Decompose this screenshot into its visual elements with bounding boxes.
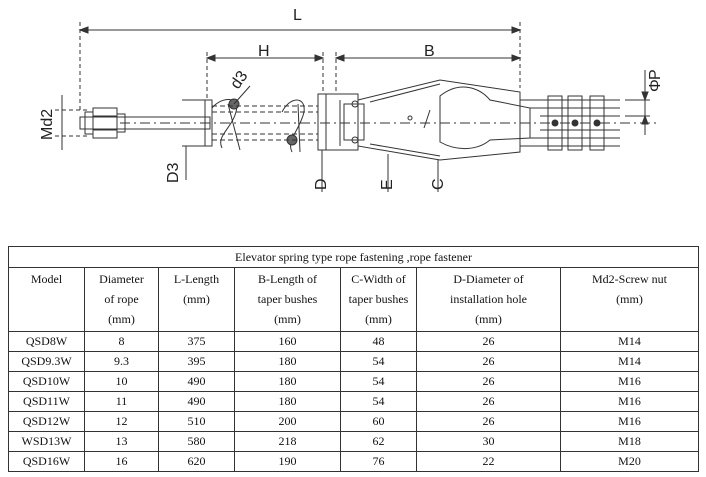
- table-cell: 375: [158, 331, 235, 352]
- label-B: B: [424, 43, 435, 60]
- header-line: B-Length of: [258, 272, 317, 286]
- header-line: taper bushes: [257, 292, 318, 306]
- header-line: Model: [30, 272, 63, 286]
- header-line: taper bushes: [348, 292, 409, 306]
- header-line: Md2-Screw nut: [592, 272, 668, 286]
- table-cell: 30: [416, 431, 561, 452]
- spec-table: Elevator spring type rope fastening ,rop…: [7, 246, 700, 472]
- table-cell: 490: [158, 371, 235, 392]
- label-phi: Φ: [647, 79, 664, 92]
- label-E: E: [379, 179, 396, 190]
- table-cell: M16: [559, 411, 700, 432]
- table-header-cell: C-Width of taper bushes (mm): [340, 267, 417, 332]
- label-C: C: [430, 178, 447, 190]
- table-cell: 11: [84, 391, 159, 412]
- table-cell: 13: [84, 431, 159, 452]
- header-line: (mm): [183, 292, 210, 306]
- table-cell: M14: [559, 331, 700, 352]
- table-cell: 22: [416, 451, 561, 472]
- label-H: H: [258, 43, 270, 60]
- table-cell: 60: [340, 411, 417, 432]
- table-cell: 10: [84, 371, 159, 392]
- table-cell: 620: [158, 451, 235, 472]
- table-header-cell: D-Diameter of installation hole (mm): [416, 267, 561, 332]
- table-cell: 26: [416, 391, 561, 412]
- table-cell: QSD11W: [8, 391, 85, 412]
- table-cell: 180: [234, 391, 341, 412]
- table-caption: Elevator spring type rope fastening ,rop…: [7, 246, 700, 268]
- table-cell: 26: [416, 411, 561, 432]
- header-line: C-Width of: [351, 272, 406, 286]
- table-cell: QSD9.3W: [8, 351, 85, 372]
- table-cell: 180: [234, 371, 341, 392]
- table-cell: 510: [158, 411, 235, 432]
- table-header-cell: B-Length of taper bushes (mm): [234, 267, 341, 332]
- table-cell: 12: [84, 411, 159, 432]
- table-cell: M16: [559, 371, 700, 392]
- table-cell: 190: [234, 451, 341, 472]
- table-cell: M20: [559, 451, 700, 472]
- header-line: (mm): [108, 312, 135, 326]
- table-cell: M16: [559, 391, 700, 412]
- label-D: D: [313, 178, 330, 190]
- header-line: (mm): [616, 292, 643, 306]
- table-cell: 218: [234, 431, 341, 452]
- table-cell: 200: [234, 411, 341, 432]
- table-header-cell: Diameter of rope (mm): [84, 267, 159, 332]
- table-cell: M14: [559, 351, 700, 372]
- table-cell: M18: [559, 431, 700, 452]
- header-line: (mm): [475, 312, 502, 326]
- header-line: D-Diameter of: [453, 272, 524, 286]
- header-line: L-Length: [173, 272, 220, 286]
- table-cell: 9.3: [84, 351, 159, 372]
- table-cell: WSD13W: [8, 431, 85, 452]
- table-cell: 54: [340, 391, 417, 412]
- table-header-cell: Md2-Screw nut (mm): [559, 267, 700, 332]
- table-cell: 580: [158, 431, 235, 452]
- table-cell: QSD12W: [8, 411, 85, 432]
- header-line: installation hole: [450, 292, 527, 306]
- label-P: P: [647, 69, 664, 80]
- table-cell: 395: [158, 351, 235, 372]
- table-cell: 76: [340, 451, 417, 472]
- table-cell: 26: [416, 331, 561, 352]
- header-line: of rope: [104, 292, 139, 306]
- table-cell: 48: [340, 331, 417, 352]
- table-cell: QSD10W: [8, 371, 85, 392]
- table-cell: QSD8W: [8, 331, 85, 352]
- table-cell: 26: [416, 351, 561, 372]
- table-cell: 62: [340, 431, 417, 452]
- header-line: (mm): [274, 312, 301, 326]
- table-cell: 54: [340, 371, 417, 392]
- rope-fastener-drawing: L H B d3 Md2 D3 D E C Φ P: [39, 7, 664, 192]
- table-cell: QSD16W: [8, 451, 85, 472]
- header-line: Diameter: [99, 272, 144, 286]
- table-cell: 26: [416, 371, 561, 392]
- table-cell: 490: [158, 391, 235, 412]
- table-header-cell: L-Length (mm): [158, 267, 235, 332]
- table-cell: 180: [234, 351, 341, 372]
- table-cell: 16: [84, 451, 159, 472]
- label-D3: D3: [165, 162, 182, 183]
- table-cell: 54: [340, 351, 417, 372]
- label-Md2: Md2: [39, 109, 56, 140]
- table-cell: 8: [84, 331, 159, 352]
- table-header-cell: Model: [8, 267, 85, 332]
- label-L: L: [293, 7, 302, 24]
- header-line: (mm): [365, 312, 392, 326]
- table-cell: 160: [234, 331, 341, 352]
